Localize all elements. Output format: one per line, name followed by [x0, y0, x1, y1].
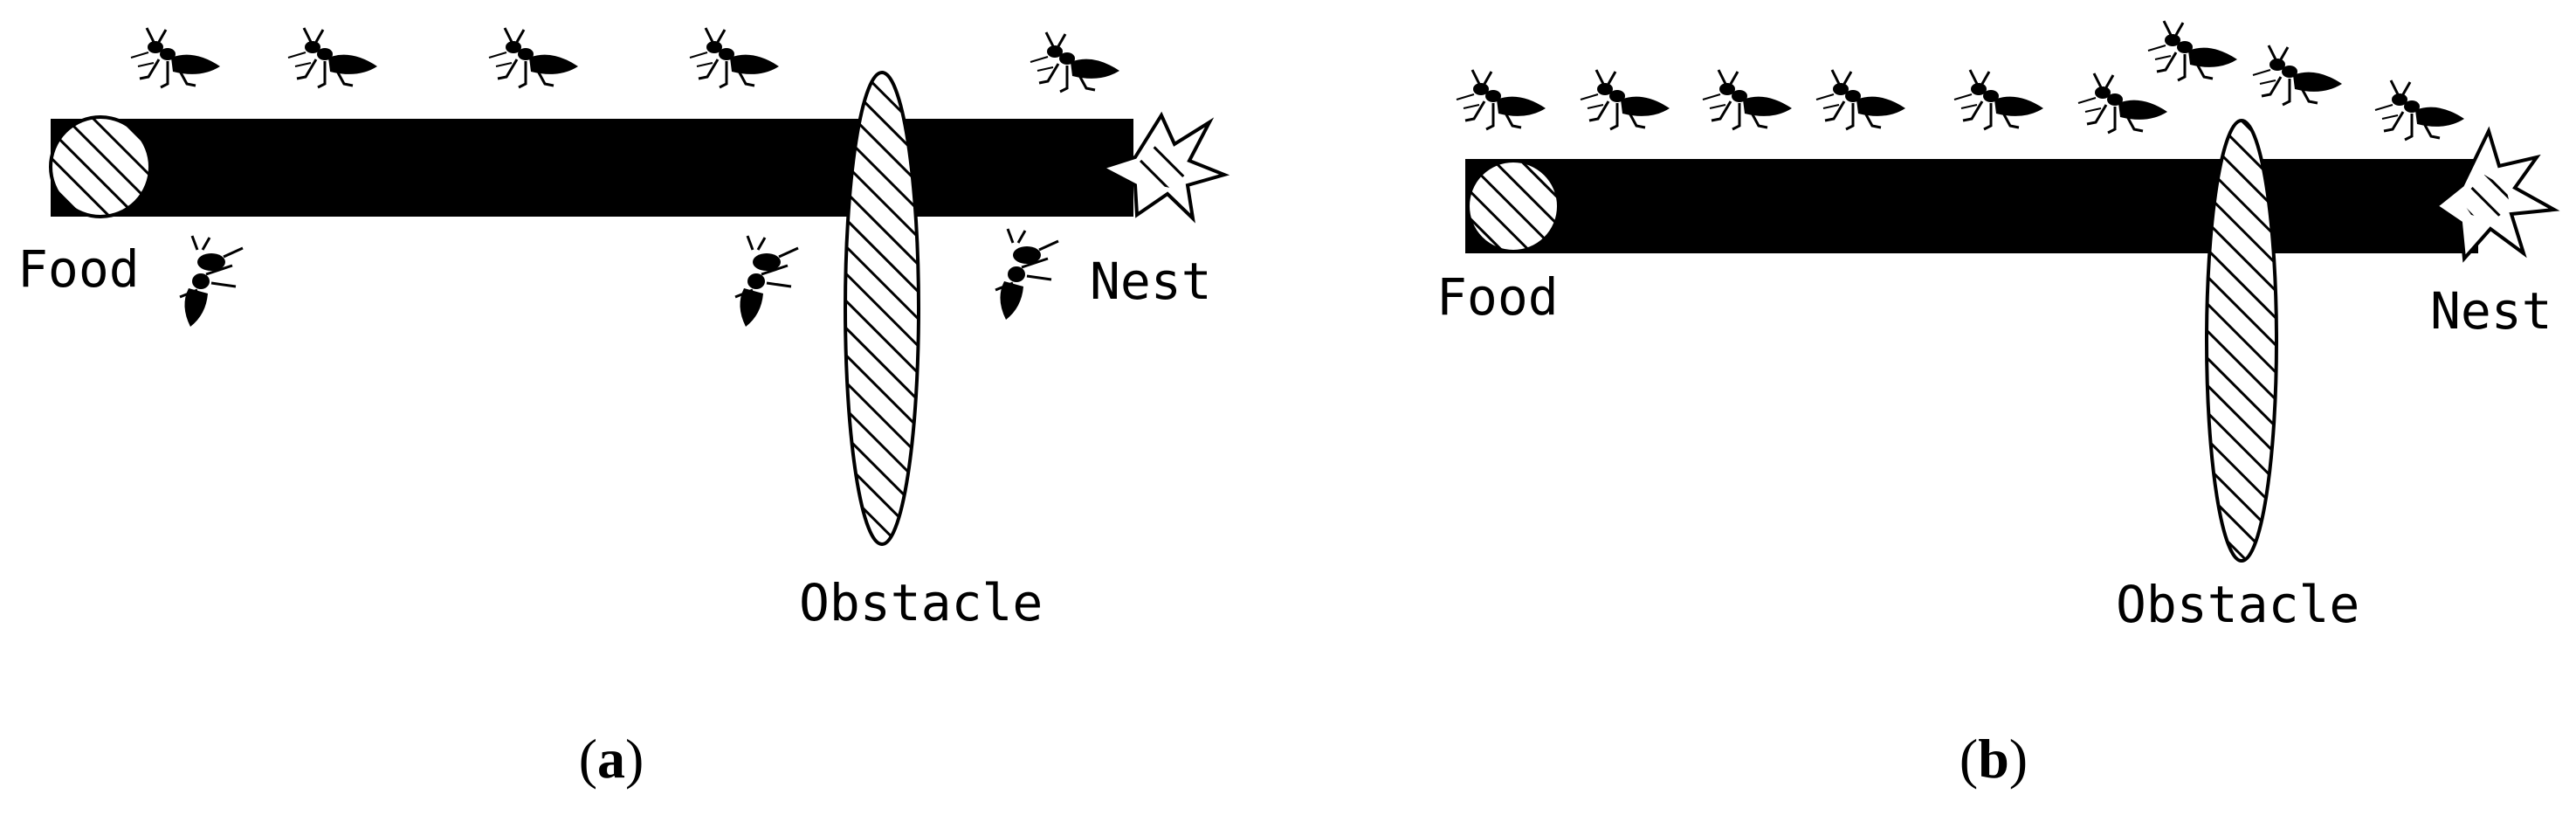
nest-pattern [2461, 175, 2511, 220]
ant-icon [734, 234, 800, 328]
ant-icon [1953, 68, 2045, 131]
panel-a: Food Nest Obstacle (a) [17, 26, 1230, 790]
panel-caption: (b) [1960, 728, 2028, 790]
ant-icon [994, 227, 1060, 321]
ant-icon [1455, 68, 1547, 131]
path-bar [1465, 159, 2478, 253]
ant-icon [2077, 72, 2169, 135]
ant-icon [178, 234, 245, 328]
panel-b: Food Nest Obstacle (b) [1436, 19, 2560, 790]
food-icon [1466, 159, 1560, 253]
panel-caption: (a) [579, 728, 644, 790]
ant-icon [2373, 79, 2466, 142]
ant-icon [2251, 44, 2344, 107]
obstacle-icon [2205, 119, 2278, 563]
path-bar [51, 119, 1133, 217]
ant-icon [129, 26, 222, 89]
food-icon [49, 115, 152, 218]
food-label: Food [17, 239, 140, 299]
ant-icon [1701, 68, 1794, 131]
obstacle-icon [844, 71, 920, 546]
nest-pattern [1133, 144, 1188, 188]
obstacle-label: Obstacle [2116, 575, 2359, 634]
ant-icon [286, 26, 379, 89]
ant-icon [688, 26, 781, 89]
ant-icon [1029, 31, 1121, 93]
nest-label: Nest [2430, 281, 2552, 341]
ant-icon [487, 26, 580, 89]
ant-icon [2146, 19, 2239, 82]
ant-icon [1815, 68, 1907, 131]
ant-icon [1579, 68, 1671, 131]
obstacle-label: Obstacle [799, 573, 1043, 632]
nest-label: Nest [1090, 252, 1212, 311]
food-label: Food [1436, 267, 1559, 327]
